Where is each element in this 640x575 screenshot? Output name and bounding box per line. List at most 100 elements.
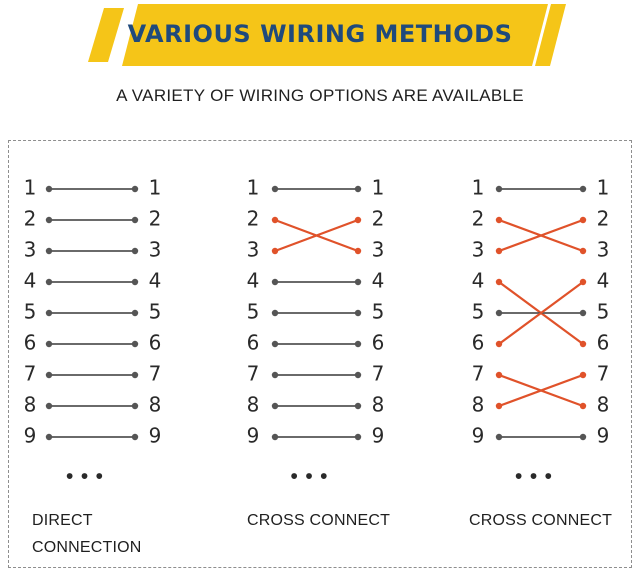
- wire-endpoint: [131, 216, 139, 224]
- left-pin-label: 4: [24, 269, 37, 293]
- left-pin-label: 1: [472, 176, 485, 200]
- left-pin-label: 2: [472, 207, 485, 231]
- wire-endpoint: [579, 216, 587, 224]
- left-pin-label: 1: [24, 176, 37, 200]
- caption-direct-connection: DIRECT CONNECTION: [32, 507, 142, 561]
- wire-endpoint: [354, 371, 362, 379]
- wire-endpoint: [271, 185, 279, 193]
- left-pin-label: 6: [24, 331, 37, 355]
- right-pin-label: 2: [149, 207, 162, 231]
- wire-endpoint: [45, 402, 53, 410]
- more-pins-ellipsis: •••: [513, 465, 557, 489]
- wire-endpoint: [579, 278, 587, 286]
- caption-cross-connect-2: CROSS CONNECT: [469, 507, 612, 534]
- right-pin-label: 5: [149, 300, 162, 324]
- cross-wire: [274, 218, 359, 253]
- right-pin-label: 3: [149, 238, 162, 262]
- left-pin-label: 9: [472, 424, 485, 448]
- wire-endpoint: [271, 216, 279, 224]
- cross-wire: [498, 373, 584, 408]
- right-pin-label: 8: [149, 393, 162, 417]
- wire-endpoint: [271, 371, 279, 379]
- left-pin-label: 5: [24, 300, 37, 324]
- right-pin-label: 7: [372, 362, 385, 386]
- wire-endpoint: [495, 185, 503, 193]
- wire-endpoint: [579, 371, 587, 379]
- right-pin-label: 6: [149, 331, 162, 355]
- right-pin-label: 6: [372, 331, 385, 355]
- right-pin-label: 7: [597, 362, 610, 386]
- wire-endpoint: [45, 247, 53, 255]
- right-pin-label: 1: [149, 176, 162, 200]
- wire-endpoint: [131, 371, 139, 379]
- caption-line: CROSS CONNECT: [469, 512, 613, 529]
- left-pin-label: 8: [247, 393, 260, 417]
- right-pin-label: 8: [372, 393, 385, 417]
- left-pin-label: 4: [247, 269, 260, 293]
- wire-endpoint: [579, 340, 587, 348]
- right-pin-label: 9: [597, 424, 610, 448]
- wire-endpoint: [271, 402, 279, 410]
- wire-endpoint: [354, 309, 362, 317]
- wire-endpoint: [45, 371, 53, 379]
- wire-endpoint: [579, 433, 587, 441]
- title-banner: [88, 4, 566, 66]
- wire-endpoint: [271, 247, 279, 255]
- wire-endpoint: [271, 340, 279, 348]
- wire-endpoint: [45, 340, 53, 348]
- wire-endpoint: [271, 433, 279, 441]
- wire-endpoint: [579, 185, 587, 193]
- right-pin-label: 1: [597, 176, 610, 200]
- left-pin-label: 5: [472, 300, 485, 324]
- more-pins-ellipsis: •••: [288, 465, 332, 489]
- wire-endpoint: [131, 402, 139, 410]
- wire-endpoint: [271, 309, 279, 317]
- wire-endpoint: [354, 278, 362, 286]
- left-pin-label: 6: [247, 331, 260, 355]
- wire-endpoint: [495, 278, 503, 286]
- caption-cross-connect-1: CROSS CONNECT: [247, 507, 390, 534]
- right-pin-label: 8: [597, 393, 610, 417]
- page-title: VARIOUS WIRING METHODS: [127, 20, 513, 48]
- right-pin-label: 5: [372, 300, 385, 324]
- wire-endpoint: [45, 433, 53, 441]
- left-pin-label: 7: [247, 362, 260, 386]
- left-pin-label: 3: [472, 238, 485, 262]
- banner-right-stripe: [535, 4, 566, 66]
- left-pin-label: 5: [247, 300, 260, 324]
- caption-line: DIRECT: [32, 512, 93, 529]
- page-subtitle: A VARIETY OF WIRING OPTIONS ARE AVAILABL…: [116, 86, 524, 105]
- wire-endpoint: [495, 402, 503, 410]
- wire-endpoint: [131, 433, 139, 441]
- wire-endpoint: [354, 433, 362, 441]
- left-pin-label: 4: [472, 269, 485, 293]
- left-pin-label: 7: [24, 362, 37, 386]
- wire-endpoint: [45, 278, 53, 286]
- wire-endpoint: [354, 216, 362, 224]
- right-pin-label: 3: [597, 238, 610, 262]
- right-pin-label: 4: [597, 269, 610, 293]
- left-pin-label: 8: [24, 393, 37, 417]
- right-pin-label: 3: [372, 238, 385, 262]
- caption-line: CROSS CONNECT: [247, 512, 391, 529]
- wire-endpoint: [354, 402, 362, 410]
- wire-endpoint: [45, 309, 53, 317]
- cross-wire: [498, 218, 584, 253]
- left-pin-label: 1: [247, 176, 260, 200]
- cross-wire: [498, 281, 584, 345]
- wire-endpoint: [131, 278, 139, 286]
- right-pin-label: 9: [149, 424, 162, 448]
- right-pin-label: 2: [372, 207, 385, 231]
- right-pin-label: 5: [597, 300, 610, 324]
- left-pin-label: 7: [472, 362, 485, 386]
- right-pin-label: 9: [372, 424, 385, 448]
- right-pin-label: 6: [597, 331, 610, 355]
- wire-endpoint: [495, 309, 503, 317]
- wire-endpoint: [495, 340, 503, 348]
- left-pin-label: 2: [247, 207, 260, 231]
- wire-endpoint: [131, 247, 139, 255]
